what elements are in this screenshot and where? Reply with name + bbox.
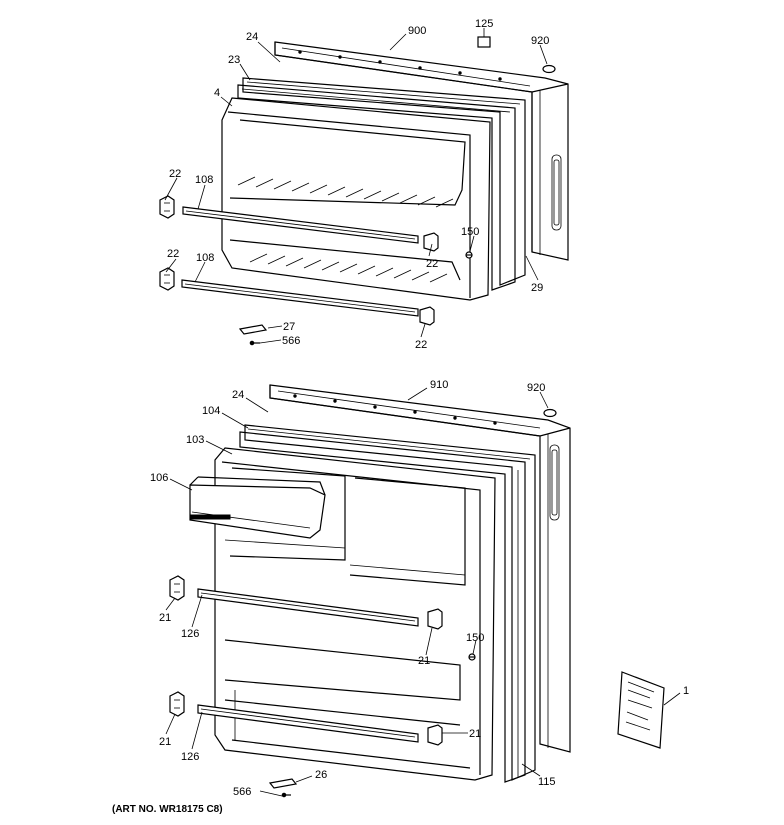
freezer-outer-door-panel (274, 41, 569, 261)
callout-24-bottom: 24 (232, 389, 244, 401)
shelf-support-21-left-lower (169, 691, 185, 717)
callout-22-b: 22 (167, 248, 179, 260)
callout-23: 23 (228, 54, 240, 66)
literature-kit-1 (617, 671, 665, 749)
shelf-support-21-left-upper (169, 575, 185, 601)
top-leader-lines (164, 28, 548, 344)
screw-150-bottom (468, 653, 476, 661)
callout-1: 1 (683, 685, 689, 697)
freezer-shelf-bar-lower (181, 279, 419, 317)
callout-108-b: 108 (196, 252, 214, 264)
callout-22-a: 22 (169, 168, 181, 180)
shelf-support-22-left-lower (159, 267, 175, 291)
callout-125: 125 (475, 18, 493, 30)
callout-900: 900 (408, 25, 426, 37)
fresh-food-door-assembly (165, 384, 681, 798)
callout-26: 26 (315, 769, 327, 781)
cap-920-top (542, 64, 556, 74)
art-number: (ART NO. WR18175 C8) (112, 804, 223, 815)
plug-125 (477, 36, 491, 48)
callout-126-b: 126 (181, 751, 199, 763)
callout-21-a: 21 (159, 612, 171, 624)
freezer-inner-liner (221, 97, 491, 301)
callout-24-top: 24 (246, 31, 258, 43)
bottom-leader-lines (165, 387, 681, 797)
callout-104: 104 (202, 405, 220, 417)
callout-920-top: 920 (531, 35, 549, 47)
fresh-food-gasket (239, 424, 536, 783)
callout-126-a: 126 (181, 628, 199, 640)
callout-22-c: 22 (426, 258, 438, 270)
callout-27: 27 (283, 321, 295, 333)
callout-150-bottom: 150 (466, 632, 484, 644)
callout-21-d: 21 (159, 736, 171, 748)
shelf-support-21-right-lower (427, 724, 443, 746)
door-shelf-bar-upper (197, 588, 419, 627)
screw-566-top (249, 340, 260, 346)
callout-4: 4 (214, 87, 220, 99)
freezer-gasket (237, 77, 526, 291)
dairy-compartment-106 (189, 476, 326, 539)
shelf-support-22-right-upper (423, 232, 439, 252)
callout-910: 910 (430, 379, 448, 391)
door-stop-27 (238, 324, 268, 335)
freezer-shelf-bar-upper (182, 206, 419, 244)
fresh-food-outer-door-panel (269, 384, 571, 753)
callout-21-b: 21 (418, 655, 430, 667)
callout-115: 115 (538, 776, 556, 788)
callout-108-a: 108 (195, 174, 213, 186)
screw-566-bottom (281, 792, 291, 798)
callout-labels: 900 125 920 24 23 4 22 108 150 22 108 22… (112, 18, 689, 815)
screw-150-top (465, 251, 473, 259)
freezer-door-assembly (159, 28, 569, 346)
callout-150-top: 150 (461, 226, 479, 238)
cap-920-bottom (543, 408, 557, 418)
callout-103: 103 (186, 434, 204, 446)
shelf-support-21-right-upper (427, 608, 443, 630)
shelf-support-22-left-upper (159, 195, 175, 219)
callout-29: 29 (531, 282, 543, 294)
door-shelf-bar-lower (197, 704, 419, 743)
callout-106: 106 (150, 472, 168, 484)
callout-21-c: 21 (469, 728, 481, 740)
callout-22-d: 22 (415, 339, 427, 351)
callout-920-bottom: 920 (527, 382, 545, 394)
door-stop-26 (268, 778, 298, 789)
callout-566-top: 566 (282, 335, 300, 347)
shelf-support-22-right-lower (419, 306, 435, 326)
callout-566-bottom: 566 (233, 786, 251, 798)
